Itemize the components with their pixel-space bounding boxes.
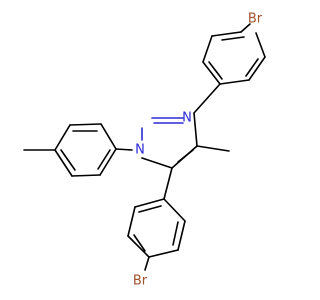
bond-bottom-ring-to-bromine (144, 256, 150, 271)
bond-n1-to-tolyl (115, 148, 133, 151)
pyrazole-ring (141, 112, 198, 169)
nitrogen-label-n2: N (182, 111, 192, 126)
bottom-bromophenyl-ring (127, 198, 186, 258)
top-bromophenyl-ring (202, 31, 266, 85)
bond-pyrazole-to-bottom-ring (163, 167, 173, 200)
bromine-label-bottom: Br (133, 274, 148, 289)
tolyl-ring (54, 123, 117, 177)
nitrogen-label-n1: N (135, 143, 145, 158)
structure-canvas: Br N N Br (23, 12, 266, 289)
molecule-drawing: Br N N Br (23, 12, 266, 289)
bond-top-ring-to-pyrazole (193, 83, 221, 114)
bromine-label-top: Br (248, 12, 263, 27)
bond-methyl-c4 (196, 145, 230, 152)
bond-top-ring-to-bromine (240, 23, 251, 33)
